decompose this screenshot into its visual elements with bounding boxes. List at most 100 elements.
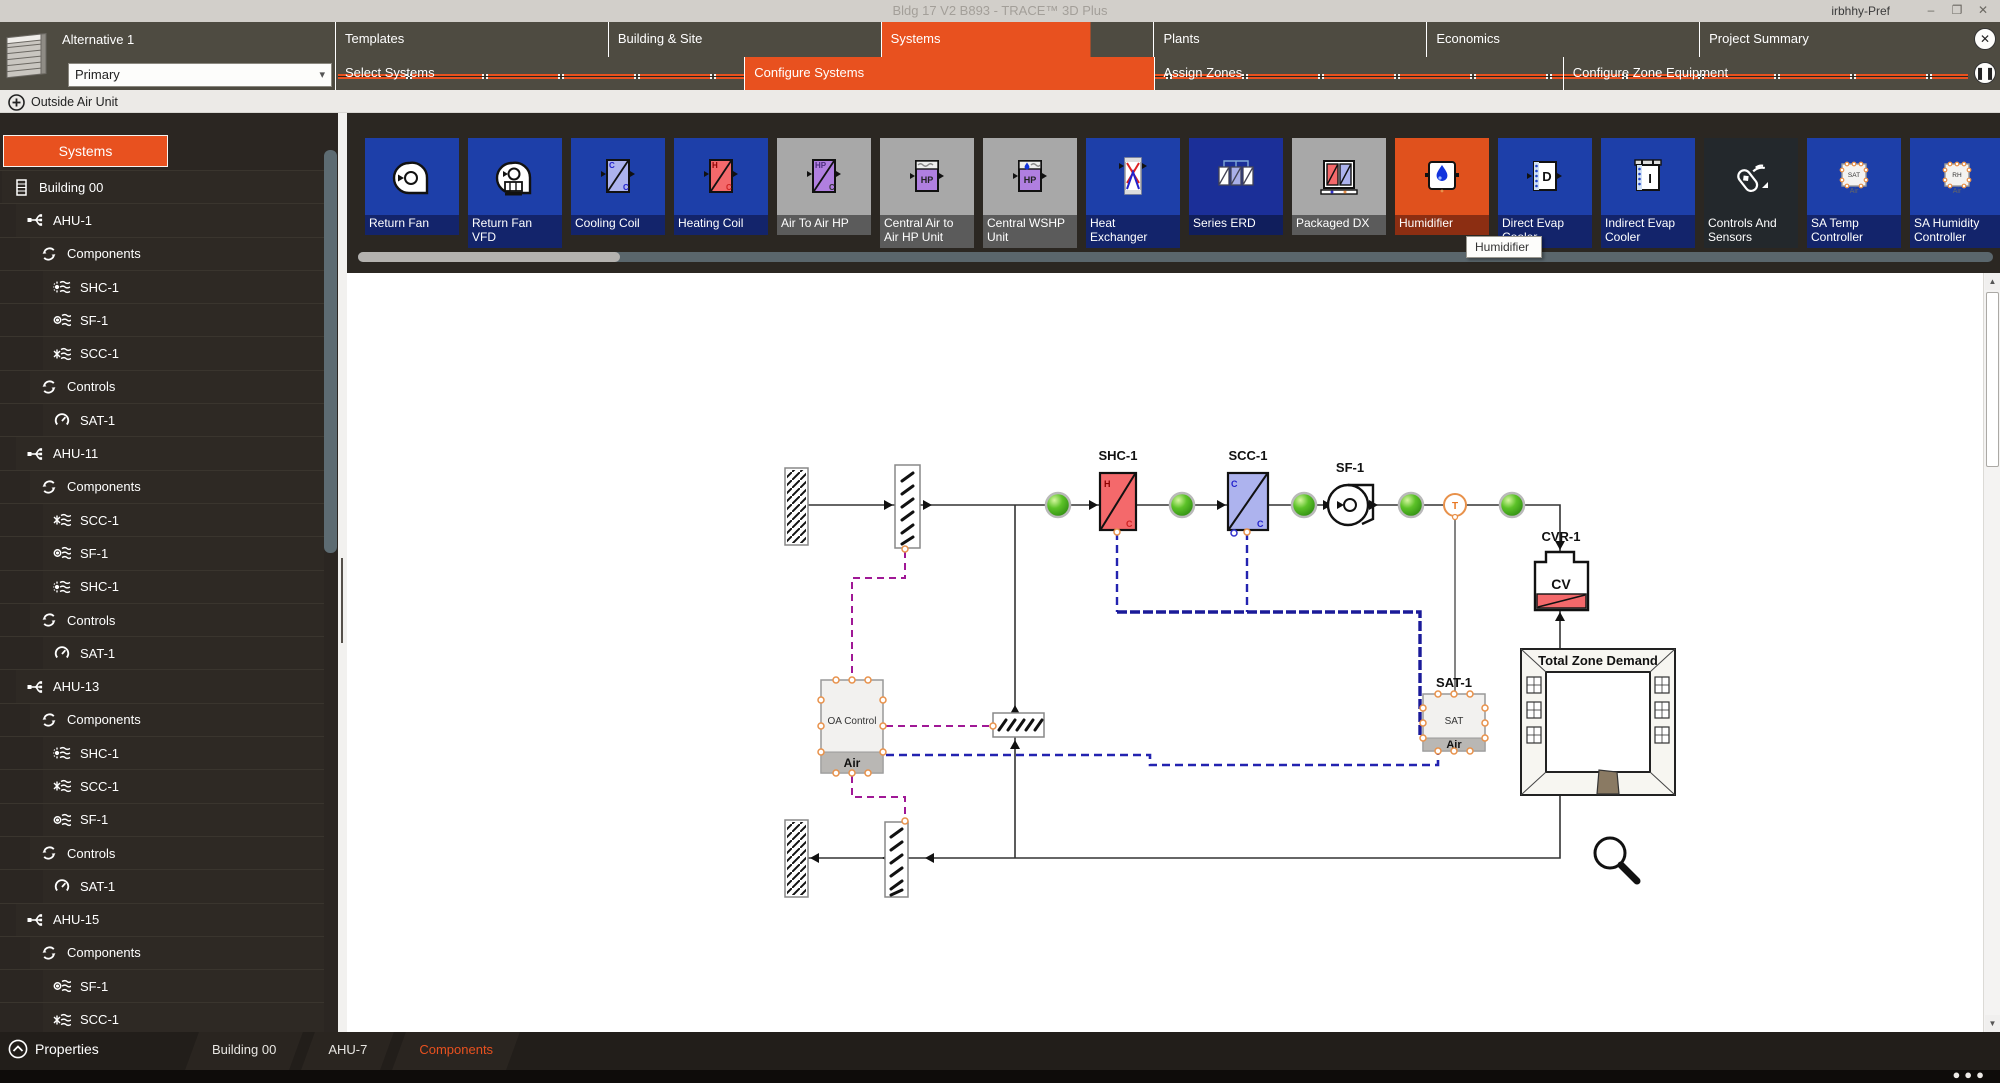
breadcrumb-tab-components[interactable]: Components bbox=[392, 1032, 520, 1070]
toolbar-scrollbar-thumb[interactable] bbox=[358, 252, 620, 262]
sat-controller[interactable]: SAT-1 SAT Air bbox=[1419, 675, 1489, 755]
tree-item-building-00[interactable]: Building 00 bbox=[0, 170, 324, 204]
status-green-4 bbox=[1397, 491, 1425, 519]
scroll-up-icon[interactable]: ▲ bbox=[1985, 273, 2000, 290]
temperature-sensor[interactable]: T bbox=[1443, 493, 1467, 521]
tool-humidifier[interactable]: Humidifier bbox=[1395, 138, 1489, 235]
tree-item-sf-1[interactable]: SF-1 bbox=[0, 969, 324, 1003]
recirc-damper[interactable] bbox=[989, 712, 1045, 738]
tree-item-ahu-11[interactable]: AHU-11 bbox=[0, 436, 324, 470]
tool-controls-and-sensors[interactable]: Controls And Sensors bbox=[1704, 138, 1798, 248]
ahu-icon bbox=[27, 214, 43, 227]
system-diagram-canvas[interactable]: SHC-1 H C SCC-1 C C SF-1 T CVR-1 CV bbox=[347, 273, 1983, 1032]
tool-heat-exchanger[interactable]: Heat Exchanger bbox=[1086, 138, 1180, 248]
scc-coil[interactable]: SCC-1 C C bbox=[1226, 448, 1270, 537]
tree-item-sat-1[interactable]: SAT-1 bbox=[0, 636, 324, 670]
tree-item-shc-1[interactable]: SHC-1 bbox=[0, 269, 324, 304]
tab-economics[interactable]: Economics bbox=[1426, 22, 1699, 57]
subtab-configure-zone-equipment[interactable]: Configure Zone Equipment bbox=[1562, 57, 1972, 90]
tree-item-shc-1[interactable]: SHC-1 bbox=[0, 569, 324, 603]
exhaust-louver[interactable] bbox=[784, 819, 809, 898]
panel-splitter[interactable] bbox=[338, 113, 347, 1032]
tab-project-summary[interactable]: Project Summary bbox=[1699, 22, 1972, 57]
sidebar-scrollbar[interactable] bbox=[324, 150, 337, 553]
subtab-select-systems[interactable]: Select Systems bbox=[335, 57, 744, 90]
toolbar-scrollbar[interactable] bbox=[358, 252, 1993, 262]
zoom-cursor-icon bbox=[1593, 836, 1641, 885]
oa-controller[interactable]: OA Control Air bbox=[817, 676, 887, 777]
properties-button[interactable]: Properties bbox=[8, 1039, 99, 1059]
breadcrumb-tab-ahu-7[interactable]: AHU-7 bbox=[301, 1032, 395, 1070]
svg-text:Air: Air bbox=[1446, 739, 1462, 751]
tree-item-sat-1[interactable]: SAT-1 bbox=[0, 403, 324, 437]
minimize-button[interactable]: – bbox=[1927, 3, 1935, 17]
status-green-5 bbox=[1498, 491, 1526, 519]
tree-item-components[interactable]: Components bbox=[0, 469, 324, 503]
tree-item-shc-1[interactable]: SHC-1 bbox=[0, 736, 324, 770]
tree-item-ahu-1[interactable]: AHU-1 bbox=[0, 203, 324, 237]
tree-item-scc-1[interactable]: SCC-1 bbox=[0, 336, 324, 370]
outside-air-unit-button[interactable]: Outside Air Unit bbox=[8, 92, 118, 112]
coil-cool-icon: CC bbox=[601, 158, 635, 193]
tab-templates[interactable]: Templates bbox=[335, 22, 608, 57]
systems-header-button[interactable]: Systems bbox=[3, 135, 168, 167]
tool-return-fan-vfd[interactable]: Return Fan VFD bbox=[468, 138, 562, 248]
tree-item-controls[interactable]: Controls bbox=[0, 602, 324, 637]
exhaust-damper[interactable] bbox=[884, 817, 909, 898]
fan-icon bbox=[392, 161, 429, 194]
shc-coil[interactable]: SHC-1 H C bbox=[1098, 448, 1138, 536]
subtab-configure-systems[interactable]: Configure Systems bbox=[744, 57, 1154, 90]
tree-item-ahu-13[interactable]: AHU-13 bbox=[0, 669, 324, 703]
system-diagram: SHC-1 H C SCC-1 C C SF-1 T CVR-1 CV bbox=[784, 448, 1676, 898]
tree-item-controls[interactable]: Controls bbox=[0, 835, 324, 870]
tool-series-erd[interactable]: Series ERD bbox=[1189, 138, 1283, 235]
close-workflow-icon[interactable]: ✕ bbox=[1974, 28, 1996, 50]
tree-item-sf-1[interactable]: SF-1 bbox=[0, 536, 324, 570]
tree-item-ahu-15[interactable]: AHU-15 bbox=[0, 902, 324, 936]
cooling-coil-icon bbox=[53, 514, 71, 527]
overflow-dots-icon[interactable]: ●●● bbox=[1952, 1067, 1988, 1082]
scroll-down-icon[interactable]: ▼ bbox=[1985, 1015, 2000, 1032]
hold-workflow-icon[interactable]: ❚❚ bbox=[1974, 62, 1996, 84]
chevron-up-circle-icon bbox=[8, 1039, 28, 1059]
maximize-button[interactable]: ❐ bbox=[1951, 3, 1963, 17]
tree-item-components[interactable]: Components bbox=[0, 702, 324, 737]
tab-systems[interactable]: Systems bbox=[880, 22, 1154, 57]
splitter-handle[interactable] bbox=[341, 558, 343, 643]
close-button[interactable]: ✕ bbox=[1977, 3, 1989, 17]
subtab-assign-zones[interactable]: Assign Zones bbox=[1153, 57, 1563, 90]
tree-item-controls[interactable]: Controls bbox=[0, 369, 324, 404]
breadcrumb-tab-building-00[interactable]: Building 00 bbox=[185, 1032, 304, 1070]
tree-item-sf-1[interactable]: SF-1 bbox=[0, 303, 324, 337]
tree-item-scc-1[interactable]: SCC-1 bbox=[0, 1002, 324, 1032]
outdoor-air-louver[interactable] bbox=[784, 467, 809, 546]
sf-fan[interactable]: SF-1 bbox=[1326, 460, 1375, 527]
tool-return-fan[interactable]: Return Fan bbox=[365, 138, 459, 235]
tab-plants[interactable]: Plants bbox=[1153, 22, 1426, 57]
tree-item-sat-1[interactable]: SAT-1 bbox=[0, 869, 324, 903]
alternative-selector[interactable]: Primary ▾ bbox=[68, 63, 332, 87]
canvas-scrollbar[interactable]: ▲ ▼ bbox=[1983, 273, 2000, 1032]
tree-item-scc-1[interactable]: SCC-1 bbox=[0, 502, 324, 537]
canvas-scrollbar-thumb[interactable] bbox=[1986, 292, 1999, 467]
tool-packaged-dx[interactable]: Packaged DX bbox=[1292, 138, 1386, 235]
cvr-terminal[interactable]: CVR-1 CV bbox=[1533, 529, 1590, 612]
tree-item-scc-1[interactable]: SCC-1 bbox=[0, 769, 324, 803]
tree-item-sf-1[interactable]: SF-1 bbox=[0, 802, 324, 836]
outdoor-air-damper[interactable] bbox=[894, 464, 921, 553]
tab-building-site[interactable]: Building & Site bbox=[607, 22, 881, 57]
tree-item-components[interactable]: Components bbox=[0, 935, 324, 970]
total-zone-demand[interactable]: Total Zone Demand bbox=[1520, 648, 1676, 796]
tree-item-components[interactable]: Components bbox=[0, 236, 324, 270]
